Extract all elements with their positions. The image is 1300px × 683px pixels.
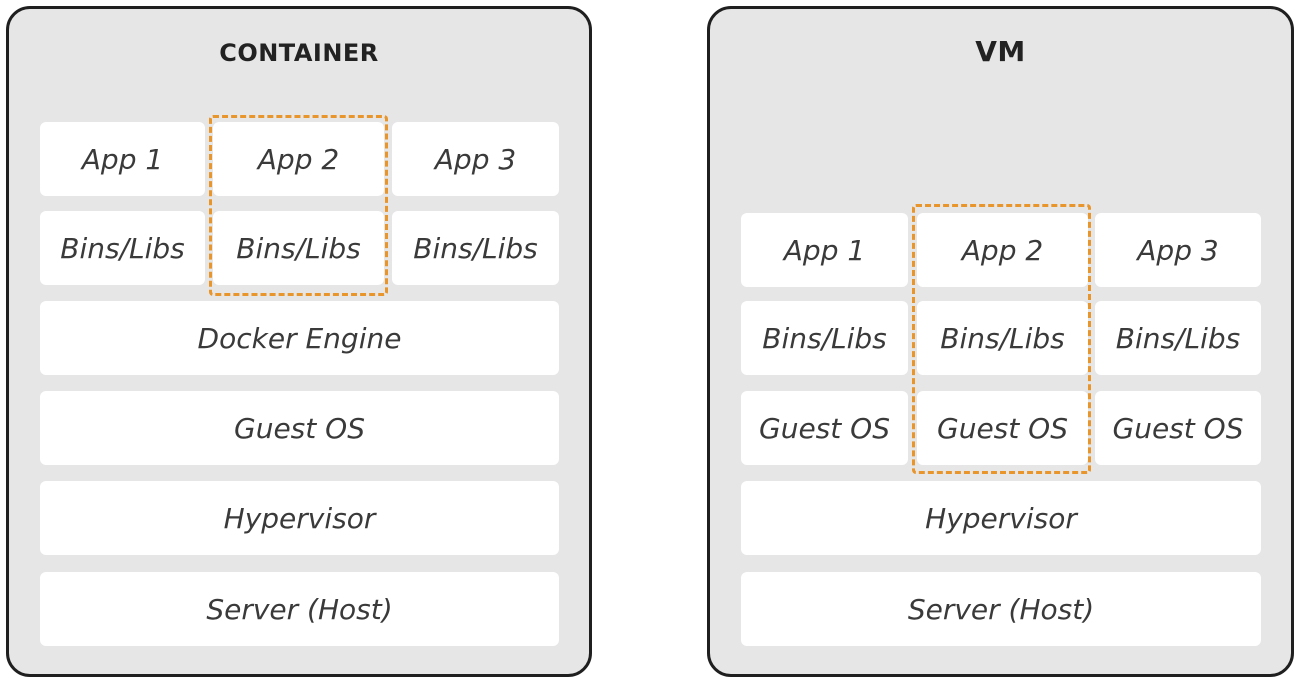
vm-app-3: App 3 — [1095, 213, 1261, 287]
vm-guest-os-3: Guest OS — [1095, 391, 1261, 465]
vm-bins-libs-2: Bins/Libs — [917, 301, 1088, 375]
container-hypervisor: Hypervisor — [40, 481, 559, 555]
container-bins-libs-2: Bins/Libs — [213, 211, 384, 285]
vm-bins-libs-1: Bins/Libs — [741, 301, 908, 375]
vm-app-1: App 1 — [741, 213, 908, 287]
container-app-2: App 2 — [213, 122, 384, 196]
vm-server-host: Server (Host) — [741, 572, 1261, 646]
container-bins-libs-1: Bins/Libs — [40, 211, 205, 285]
container-app-3: App 3 — [392, 122, 559, 196]
vm-guest-os-2: Guest OS — [917, 391, 1088, 465]
vm-panel: VM App 1 App 2 App 3 Bins/Libs Bins/Libs… — [707, 6, 1294, 677]
container-title: CONTAINER — [219, 39, 379, 67]
vm-bins-libs-3: Bins/Libs — [1095, 301, 1261, 375]
container-bins-libs-3: Bins/Libs — [392, 211, 559, 285]
container-app-1: App 1 — [40, 122, 205, 196]
container-panel: CONTAINER App 1 App 2 App 3 Bins/Libs Bi… — [6, 6, 592, 677]
container-docker-engine: Docker Engine — [40, 301, 559, 375]
vm-hypervisor: Hypervisor — [741, 481, 1261, 555]
vm-app-2: App 2 — [917, 213, 1088, 287]
vm-guest-os-1: Guest OS — [741, 391, 908, 465]
container-server-host: Server (Host) — [40, 572, 559, 646]
container-guest-os: Guest OS — [40, 391, 559, 465]
vm-title: VM — [975, 35, 1026, 68]
